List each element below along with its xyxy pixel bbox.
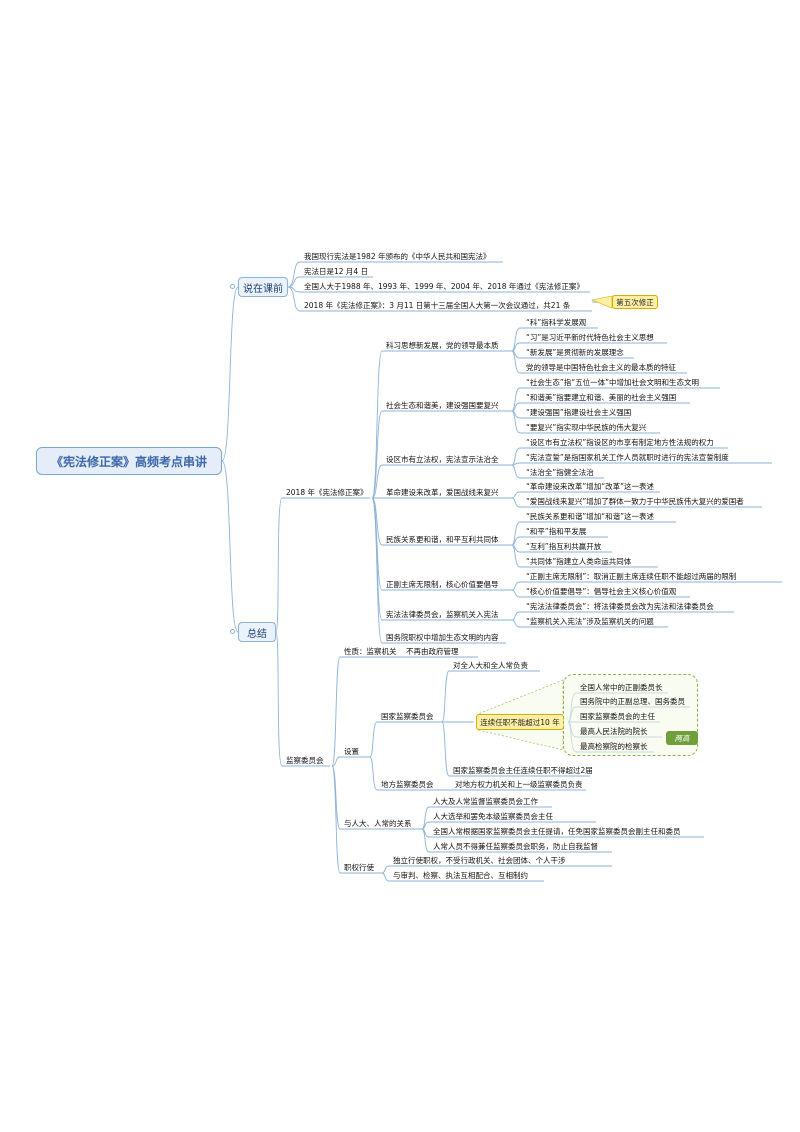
position-item: 全国人常中的正副委员长: [580, 683, 663, 692]
nature-label[interactable]: 性质：监察机关: [344, 647, 397, 656]
leaf-item: 人大选举和罢免本级监察委员会主任: [433, 812, 553, 821]
collapse-knob[interactable]: [230, 284, 235, 289]
intro-item: 我国现行宪法是1982 年颁布的《中华人民共和国宪法》: [304, 252, 491, 261]
leaf-item: “核心价值要倡导”：倡导社会主义核心价值观: [526, 587, 677, 596]
group-label[interactable]: 科习思想新发展，党的领导最本质: [386, 341, 499, 350]
leaf-item: “宪法法律委员会”：将法律委员会改为宪法和法律委员会: [526, 602, 714, 611]
group-label[interactable]: 宪法法律委员会，监察机关入宪法: [386, 610, 499, 619]
leaf-item: 不再由政府管理: [406, 647, 459, 656]
leaf-item: “科”指科学发展观: [526, 318, 587, 327]
leaf-item: “和平”指和平发展: [526, 527, 587, 536]
leaf-item: “社会生态”指“五位一体”中增加社会文明和生态文明: [526, 378, 700, 387]
leaf-item: “和谐美”指要建立和谐、美丽的社会主义强国: [526, 393, 677, 402]
position-item: 国家监察委员会的主任: [580, 712, 655, 721]
group-label[interactable]: 民族关系更和谐，和平互利共同体: [386, 535, 499, 544]
leaf-item: 与审判、检察、执法互相配合、互相制约: [393, 871, 528, 880]
position-item: 最高人民法院的院长: [580, 727, 648, 736]
position-item: 国务院中的正副总理、国务委员: [580, 697, 685, 706]
branch-intro[interactable]: 说在课前: [238, 277, 288, 297]
leaf-item: 全国人常根据国家监察委员会主任提请，任免国家监察委员会副主任和委员: [433, 827, 681, 836]
tag-two-highs: 两高: [666, 731, 698, 745]
group-label[interactable]: 国务院职权中增加生态文明的内容: [386, 633, 499, 642]
intro-item: 全国人大于1988 年、1993 年、1999 年、2004 年、2018 年通…: [304, 282, 584, 291]
leaf-item: “设区市有立法权”指设区的市享有制定地方性法规的权力: [526, 438, 714, 447]
group-label[interactable]: 设区市有立法权，宪法宣示法治全: [386, 455, 499, 464]
relation-label[interactable]: 与人大、人常的关系: [344, 819, 412, 828]
leaf-item: “监察机关入宪法”涉及监察机关的问题: [526, 617, 654, 626]
leaf-item: 对全人大和全人常负责: [453, 661, 528, 670]
group-label[interactable]: 社会生态和谐美，建设强国要复兴: [386, 401, 499, 410]
note-fifth-revision: 第五次修正: [612, 295, 658, 309]
local-commission-label[interactable]: 地方监察委员会: [381, 780, 434, 789]
leaf-item: “爱国战线来复兴”增加了群体一致力于中华民族伟大复兴的爱国者: [526, 497, 744, 506]
leaf-item: “宪法宣誓”是指国家机关工作人员就职时进行的宪法宣誓制度: [526, 453, 729, 462]
group-label[interactable]: 革命建设来改革，爱国战线来复兴: [386, 488, 499, 497]
leaf-item: 党的领导是中国特色社会主义的最本质的特征: [526, 363, 676, 372]
leaf-item: “共同体”指建立人类命运共同体: [526, 557, 632, 566]
branch-summary[interactable]: 总结: [238, 622, 276, 642]
leaf-item: “革命建设来改革”增加“改革”这一表述: [526, 482, 655, 491]
leaf-item: 人大及人常监督监察委员会工作: [433, 797, 538, 806]
note-term-limit: 连续任职不能超过10 年: [476, 714, 564, 730]
leaf-item: “民族关系更和谐”增加“和谐”这一表述: [526, 512, 655, 521]
leaf-item: “要复兴”指实现中华民族的伟大复兴: [526, 423, 647, 432]
national-commission-label[interactable]: 国家监察委员会: [381, 712, 434, 721]
group-label[interactable]: 正副主席无限制，核心价值要倡导: [386, 580, 499, 589]
leaf-item: “互利”指互利共赢开放: [526, 542, 602, 551]
leaf-item: 对地方权力机关和上一级监察委员负责: [455, 780, 583, 789]
leaf-item: “建设强国”指建设社会主义强国: [526, 408, 632, 417]
leaf-item: “习”是习近平新时代特色社会主义思想: [526, 333, 654, 342]
root-topic[interactable]: 《宪法修正案》高频考点串讲: [36, 447, 222, 475]
position-item: 最高检察院的检察长: [580, 742, 648, 751]
leaf-item: 独立行使职权，不受行政机关、社会团体、个人干涉: [393, 856, 566, 865]
amendment-2018-label[interactable]: 2018 年《宪法修正案》: [286, 488, 368, 497]
power-label[interactable]: 职权行使: [344, 863, 374, 872]
leaf-item: “新发展”是贯彻新的发展理念: [526, 348, 624, 357]
leaf-item: “正副主席无限制”：取消正副主席连续任职不能超过两届的限制: [526, 572, 737, 581]
intro-item: 2018 年《宪法修正案》：3 月11 日第十三届全国人大第一次会议通过，共21…: [304, 301, 571, 310]
leaf-item: 人常人员不得兼任监察委员会职务，防止自我监督: [433, 842, 598, 851]
leaf-item: “法治全”指健全法治: [526, 468, 594, 477]
supervision-label[interactable]: 监察委员会: [286, 756, 324, 765]
intro-item: 宪法日是12 月4 日: [304, 267, 369, 276]
setup-label[interactable]: 设置: [344, 747, 359, 756]
collapse-knob[interactable]: [230, 629, 235, 634]
leaf-item: 国家监察委员会主任连续任职不得超过2届: [453, 766, 593, 775]
